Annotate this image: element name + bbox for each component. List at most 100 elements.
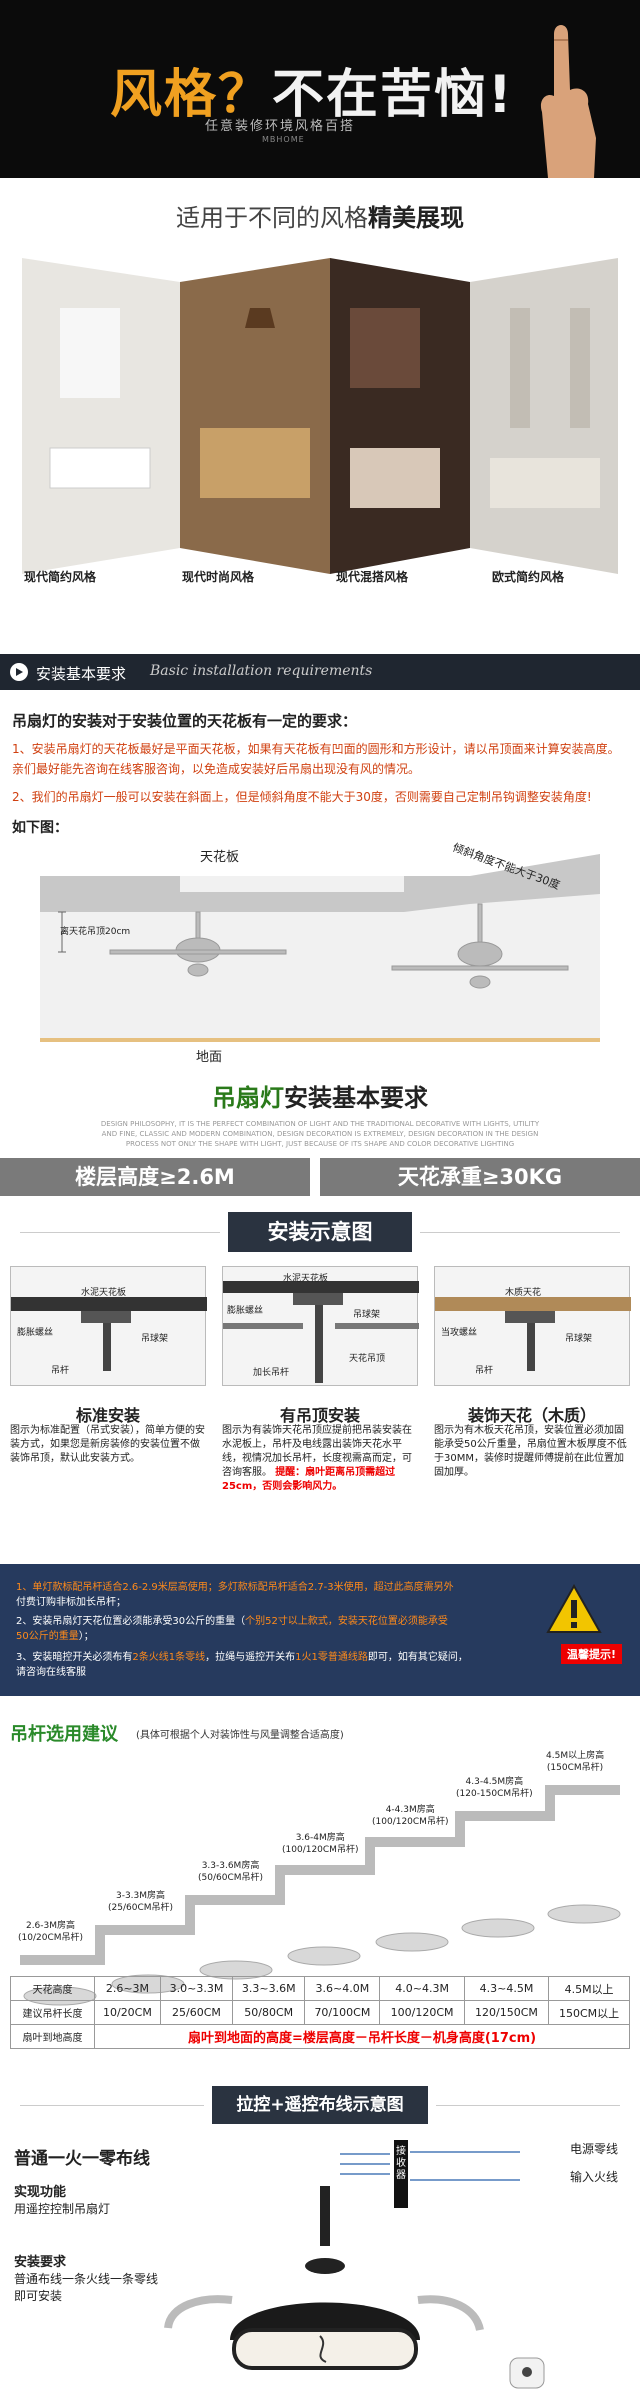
table-row: 天花高度 2.6~3M 3.0~3.3M 3.3~3.6M 3.6~4.0M 4…: [10, 1976, 630, 2001]
fan-wiring-drawing: [164, 2151, 545, 2389]
requirements-heading: 吊扇灯的安装对于安装位置的天花板有一定的要求：: [12, 712, 358, 730]
label-screw: 当攻螺丝: [441, 1328, 478, 1338]
rod-table: 天花高度 2.6~3M 3.0~3.3M 3.3~3.6M 3.6~4.0M 4…: [10, 1976, 630, 2049]
warning-label: 温馨提示!: [560, 1644, 622, 1664]
rod-step-6: 4.3-4.5M房高(120-150CM吊杆): [456, 1776, 533, 1800]
divider: [420, 1232, 620, 1233]
rod-step-5-height: 4-4.3M房高: [385, 1805, 435, 1815]
warning-3d: 1火1零普通线路: [295, 1652, 368, 1663]
rod-step-4-height: 3.6-4M房高: [295, 1833, 345, 1843]
rod-step-3-height: 3.3-3.6M房高: [201, 1861, 260, 1871]
divider: [20, 1232, 220, 1233]
fan-slope-icon: [391, 903, 569, 989]
neutral-wire-label: 电源零线: [569, 2142, 618, 2156]
warning-3a: 3、安装暗控开关必须布有: [16, 1652, 133, 1663]
caption-european: 欧式简约风格: [492, 570, 565, 584]
table-cell: 2.6~3M: [94, 1976, 161, 2001]
basic-heading: 吊扇灯安装基本要求: [0, 1078, 640, 1113]
label-concrete: 水泥天花板: [81, 1288, 127, 1298]
rod-step-4: 3.6-4M房高 (100/120CM吊杆): [282, 1832, 358, 1856]
feature-text: 用遥控控制吊扇灯: [14, 2202, 111, 2216]
table-cell: 100/120CM: [379, 2000, 465, 2025]
requirement-block: 安装要求 普通布线一条火线一条零线 即可安装: [14, 2254, 158, 2305]
label-hanger: 吊球架: [565, 1334, 593, 1344]
rod-step-7: 4.5M以上房高(150CM吊杆): [546, 1750, 604, 1774]
install-suspended-desc-text: 图示为有装饰天花吊顶应提前把吊装安装在水泥板上，吊杆及电线露出装饰天花水平线，视…: [222, 1425, 412, 1478]
pointing-hand-image: [540, 25, 596, 178]
rod-step-5: 4-4.3M房高 (100/120CM吊杆): [372, 1804, 448, 1828]
play-arrow-icon: [10, 663, 28, 681]
style-photo-modern-simple: [22, 258, 180, 574]
label-rod: 吊杆: [475, 1366, 494, 1376]
basic-title: 吊扇灯安装基本要求 DESIGN PHILOSOPHY, IT IS THE P…: [0, 1078, 640, 1148]
install-req-line1: 普通布线一条火线一条零线: [14, 2272, 159, 2286]
wood-install-drawing: [435, 1297, 631, 1371]
warning-3c: ，拉绳与遥控开关布: [205, 1652, 296, 1663]
install-req-label: 安装要求: [14, 2255, 67, 2270]
divider: [20, 2105, 204, 2106]
label-hanger: 吊球架: [141, 1334, 169, 1344]
label-rod: 吊杆: [51, 1366, 70, 1376]
rod-step-1-height: 2.6-3M房高: [25, 1921, 76, 1931]
receiver-label: 接收器: [394, 2140, 408, 2208]
rod-step-5-rod: (100/120CM吊杆): [372, 1817, 449, 1827]
divider: [436, 2105, 620, 2106]
table-row: 建议吊杆长度 10/20CM 25/60CM 50/80CM 70/100CM …: [10, 2000, 630, 2025]
table-cell: 3.6~4.0M: [304, 1976, 381, 2001]
rod-step-1-rod: (10/20CM吊杆): [18, 1933, 84, 1943]
floor-height-spec: 楼层高度≥2.6M: [0, 1158, 310, 1196]
caption-modern-fashion: 现代时尚风格: [182, 570, 255, 584]
warning-triangle-icon: [546, 1584, 602, 1633]
warning-2d: ）；: [78, 1631, 94, 1642]
wiring-bar: 拉控+遥控布线示意图: [0, 2086, 640, 2126]
warning-3b: 2条火线1条零线: [132, 1652, 206, 1663]
label-expansion-screw: 膨胀螺丝: [17, 1328, 54, 1338]
wiring-title: 拉控+遥控布线示意图: [212, 2086, 428, 2124]
warning-panel: 1、单灯款标配吊杆适合2.6-2.9米层高使用；多灯款标配吊杆适合2.7-3米使…: [0, 1564, 640, 1696]
warning-3f: 请咨询在线客服: [16, 1667, 86, 1678]
feature-block: 实现功能 用遥控控制吊扇灯: [14, 2184, 110, 2218]
rod-step-4-rod: (100/120CM吊杆): [282, 1845, 359, 1855]
style-photo-european: [470, 258, 618, 574]
table-cell: 150CM以上: [548, 2000, 630, 2025]
install-suspended-warning: 提醒：扇叶距离吊顶需超过25cm，否则会影响风力。: [222, 1467, 396, 1492]
basic-heading-green: 吊扇灯: [212, 1084, 284, 1112]
install-standard-desc-text: 图示为标准配置（吊式安装），简单方便的安装方式，如果您是新房装修的安装位置不做装…: [10, 1425, 205, 1464]
hero-title-part1: 风格？: [110, 65, 273, 125]
rod-title: 吊杆选用建议: [10, 1724, 118, 1745]
ceiling-diagram: 天花板 离天花吊顶20cm 地面 倾斜角度不能大于30度: [0, 840, 640, 1070]
caption-modern-simple: 现代简约风格: [24, 570, 97, 584]
rod-step-2-rod: (25/60CM吊杆): [108, 1903, 174, 1913]
table-cell: 10/20CM: [94, 2000, 161, 2025]
install-wood-desc-text: 图示为有木板天花吊顶，安装位置必须加固能承受50公斤重量，吊扇位置木板厚度不低于…: [434, 1425, 627, 1478]
styles-section: 适用于不同的风格精美展现 现代简约风格 现代时尚风格 现代混搭风格 欧式简约风格: [0, 178, 640, 638]
rod-step-3: 3.3-3.6M房高 (50/60CM吊杆): [198, 1860, 263, 1884]
table-cell: 70/100CM: [304, 2000, 381, 2025]
warning-line-2: 2、安装吊扇灯天花位置必须能承受30公斤的重量（个别52寸以上款式，安装天花位置…: [16, 1614, 516, 1644]
label-wood-ceiling: 木质天花: [505, 1288, 542, 1298]
table-cell: 50/80CM: [232, 2000, 306, 2025]
warning-line-1: 1、单灯款标配吊杆适合2.6-2.9米层高使用；多灯款标配吊杆适合2.7-3米使…: [16, 1580, 516, 1610]
warning-2c: 50公斤的重量: [16, 1631, 79, 1642]
table-cell: 4.3~4.5M: [463, 1976, 550, 2001]
install-card-wood: 木质天花 当攻螺丝 吊球架 吊杆: [434, 1266, 631, 1386]
hero-brand: MBHOME: [262, 135, 305, 144]
warning-2a: 2、安装吊扇灯天花位置必须能承受30公斤的重量（: [16, 1616, 246, 1627]
styles-heading-bold: 精美展现: [368, 204, 464, 232]
install-suspended-title: 有吊顶安装: [279, 1406, 360, 1425]
rod-step-6-rod: (120-150CM吊杆): [456, 1789, 533, 1799]
basic-heading-rest: 安装基本要求: [284, 1084, 428, 1112]
rod-step-2-height: 3-3.3M房高: [115, 1891, 166, 1901]
hero-banner: 风格？不在苦恼! 任意装修环境风格百搭 MBHOME: [0, 0, 640, 178]
install-wood-desc: 图示为有木板天花吊顶，安装位置必须加固能承受50公斤重量，吊扇位置木板厚度不低于…: [434, 1424, 630, 1480]
fan-icon: [109, 911, 287, 977]
label-ceiling-suspended: 天花吊顶: [349, 1354, 386, 1364]
install-req-line2: 即可安装: [14, 2289, 63, 2303]
below-label: 如下图：: [12, 820, 68, 836]
rod-step-3-rod: (50/60CM吊杆): [198, 1873, 264, 1883]
rod-step-7-rod: (150CM吊杆): [546, 1763, 604, 1773]
install-card-suspended: 水泥天花板 膨胀螺丝 吊球架 加长吊杆 天花吊顶: [222, 1266, 419, 1386]
requirements-text: 吊扇灯的安装对于安装位置的天花板有一定的要求： 1、安装吊扇灯的天花板最好是平面…: [0, 704, 640, 836]
table-cell: 120/150CM: [463, 2000, 550, 2025]
ceiling-label: 天花板: [200, 850, 240, 865]
